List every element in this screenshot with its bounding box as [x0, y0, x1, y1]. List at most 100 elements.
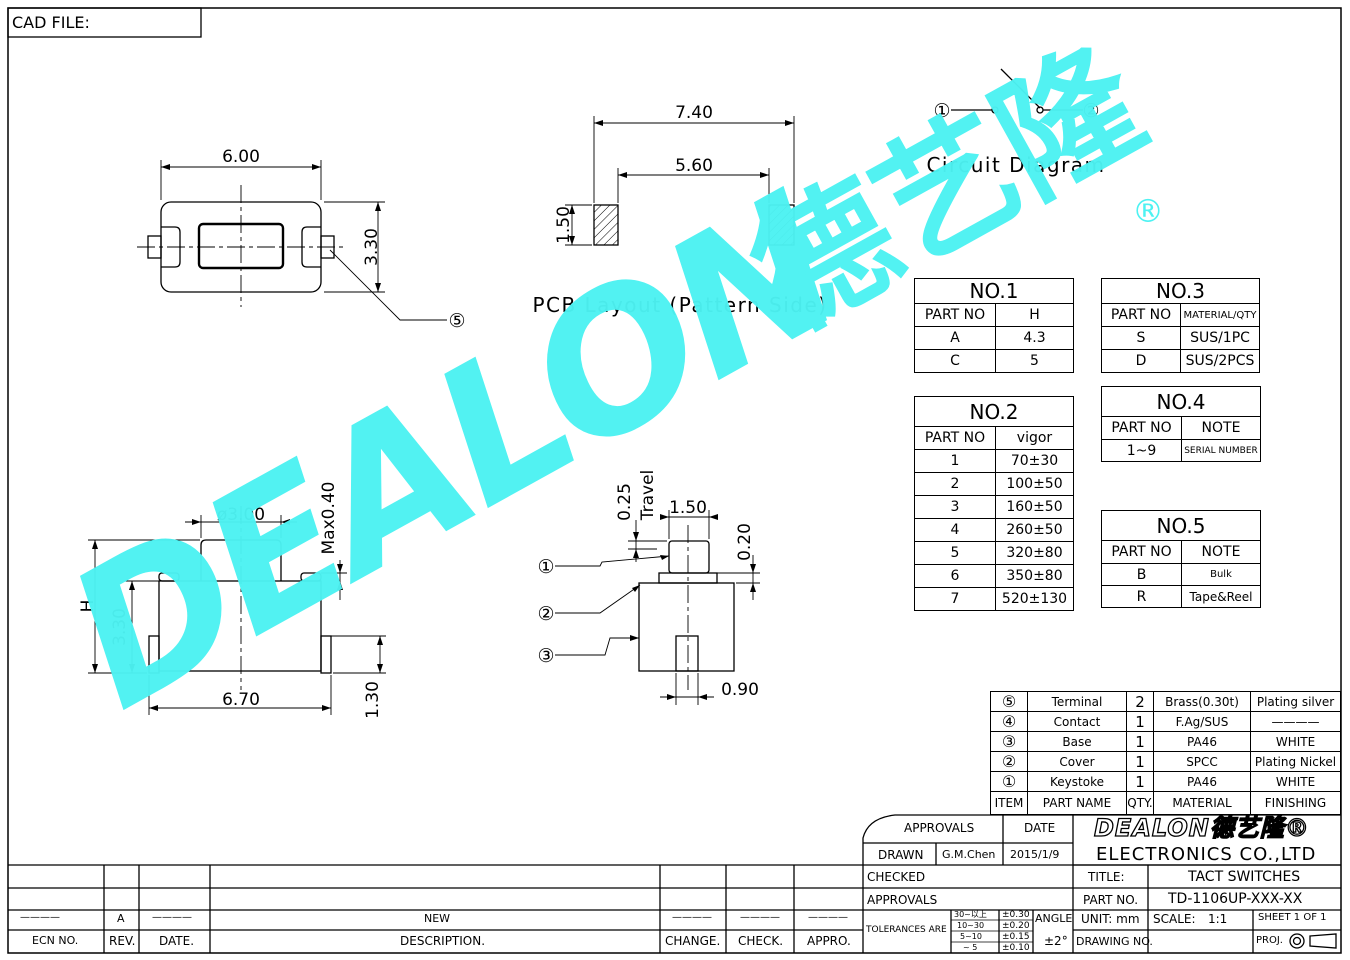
dimension-labels: 6.00 3.30 7.40 5.60 1.50 ø3.00 Max0.40 H…	[78, 103, 759, 719]
table-no4-title: NO.4	[1101, 386, 1261, 417]
drawing-no-label: DRAWING NO.	[1076, 935, 1153, 948]
approvals-label: APPROVALS	[904, 821, 975, 835]
dim-stem-width: 1.50	[669, 498, 707, 518]
callout-5: ⑤	[448, 310, 465, 332]
tol-value-4: ±0.10	[1002, 943, 1030, 953]
rev-header-rev: REV.	[109, 934, 136, 948]
dim-pcb-inner: 5.60	[675, 156, 713, 176]
dim-h: H	[78, 600, 98, 613]
drawn-by: G.M.Chen	[942, 848, 996, 861]
angle-value: ±2°	[1044, 934, 1068, 948]
part-no-label: PART NO.	[1083, 893, 1139, 907]
rev-header-check: CHECK.	[738, 934, 784, 948]
dimension-arrows	[92, 120, 794, 711]
unit-label: UNIT: mm	[1081, 912, 1140, 926]
sheet-border	[7, 7, 1342, 954]
circuit-pin-2: ②	[1082, 100, 1099, 122]
dim-slot-width: 0.90	[721, 680, 759, 700]
callout-1: ①	[537, 556, 554, 578]
drawn-label: DRAWN	[878, 848, 924, 862]
rev-change-value: ————	[672, 912, 712, 923]
table-no3-title: NO.3	[1101, 278, 1260, 304]
company-name: ELECTRONICS CO.,LTD	[1096, 844, 1317, 865]
dim-travel-label: Travel	[638, 470, 658, 522]
title-label: TITLE:	[1088, 870, 1125, 884]
company-logo: DEALON德艺隆®	[1093, 814, 1310, 842]
tol-value-1: ±0.30	[1002, 910, 1030, 920]
rev-header-date: DATE.	[159, 934, 195, 948]
scale-value: 1:1	[1208, 912, 1228, 926]
dim-pcb-outer: 7.40	[675, 103, 713, 123]
pcb-layout	[565, 116, 795, 246]
table-header: vigor	[995, 426, 1074, 450]
table-header: PART NO	[914, 426, 996, 450]
tolerances-label: TOLERANCES ARE	[866, 925, 947, 935]
rev-header-ecn: ECN NO.	[32, 934, 79, 947]
pcb-caption: PCB Layout (Pattern Side)	[532, 293, 827, 317]
dim-max: Max0.40	[319, 482, 339, 555]
rev-check-value: ————	[740, 912, 780, 923]
circuit-diagram	[951, 68, 1083, 114]
dim-pad-height: 1.50	[554, 206, 574, 244]
rev-description-value: NEW	[424, 912, 451, 925]
table-header: H	[995, 303, 1074, 327]
tol-range-4: ~ 5	[963, 943, 978, 952]
table-header: PART NO	[914, 303, 996, 327]
dim-body-height: 3.30	[110, 608, 130, 646]
rev-header-description: DESCRIPTION.	[400, 934, 486, 948]
dim-cap-height: 0.20	[735, 523, 755, 561]
cad-file-label: CAD FILE:	[12, 13, 90, 32]
angle-label: ANGLE	[1035, 912, 1073, 925]
dim-top-width: 6.00	[222, 147, 260, 167]
circuit-caption: Circuit Diagram	[926, 153, 1105, 177]
table-header: NOTE	[1181, 416, 1261, 440]
tol-value-2: ±0.20	[1002, 921, 1030, 931]
rev-ecn-value: ————	[20, 912, 60, 923]
dim-front-width: 6.70	[222, 690, 260, 710]
callout-2: ②	[537, 603, 554, 625]
part-number: TD-1106UP-XXX-XX	[1168, 891, 1303, 907]
dim-base-height: 1.30	[363, 681, 383, 719]
scale-label: SCALE:	[1153, 912, 1196, 926]
drawing-title: TACT SWITCHES	[1188, 869, 1301, 885]
table-header: PART NO	[1101, 540, 1182, 564]
tol-range-1: 30~以上	[954, 910, 987, 919]
proj-label: PROJ.	[1256, 935, 1283, 946]
tol-value-3: ±0.15	[1002, 932, 1030, 942]
callout-3: ③	[537, 645, 554, 667]
table-no2-title: NO.2	[914, 396, 1074, 427]
rev-value: A	[117, 912, 125, 925]
rev-appro-value: ————	[808, 912, 848, 923]
title-block-frame	[8, 814, 1341, 953]
rev-header-change: CHANGE.	[665, 934, 721, 948]
approvals2-label: APPROVALS	[867, 893, 938, 907]
table-header: PART NO	[1101, 416, 1182, 440]
circuit-pin-1: ①	[933, 100, 950, 122]
table-no1-title: NO.1	[914, 278, 1074, 304]
